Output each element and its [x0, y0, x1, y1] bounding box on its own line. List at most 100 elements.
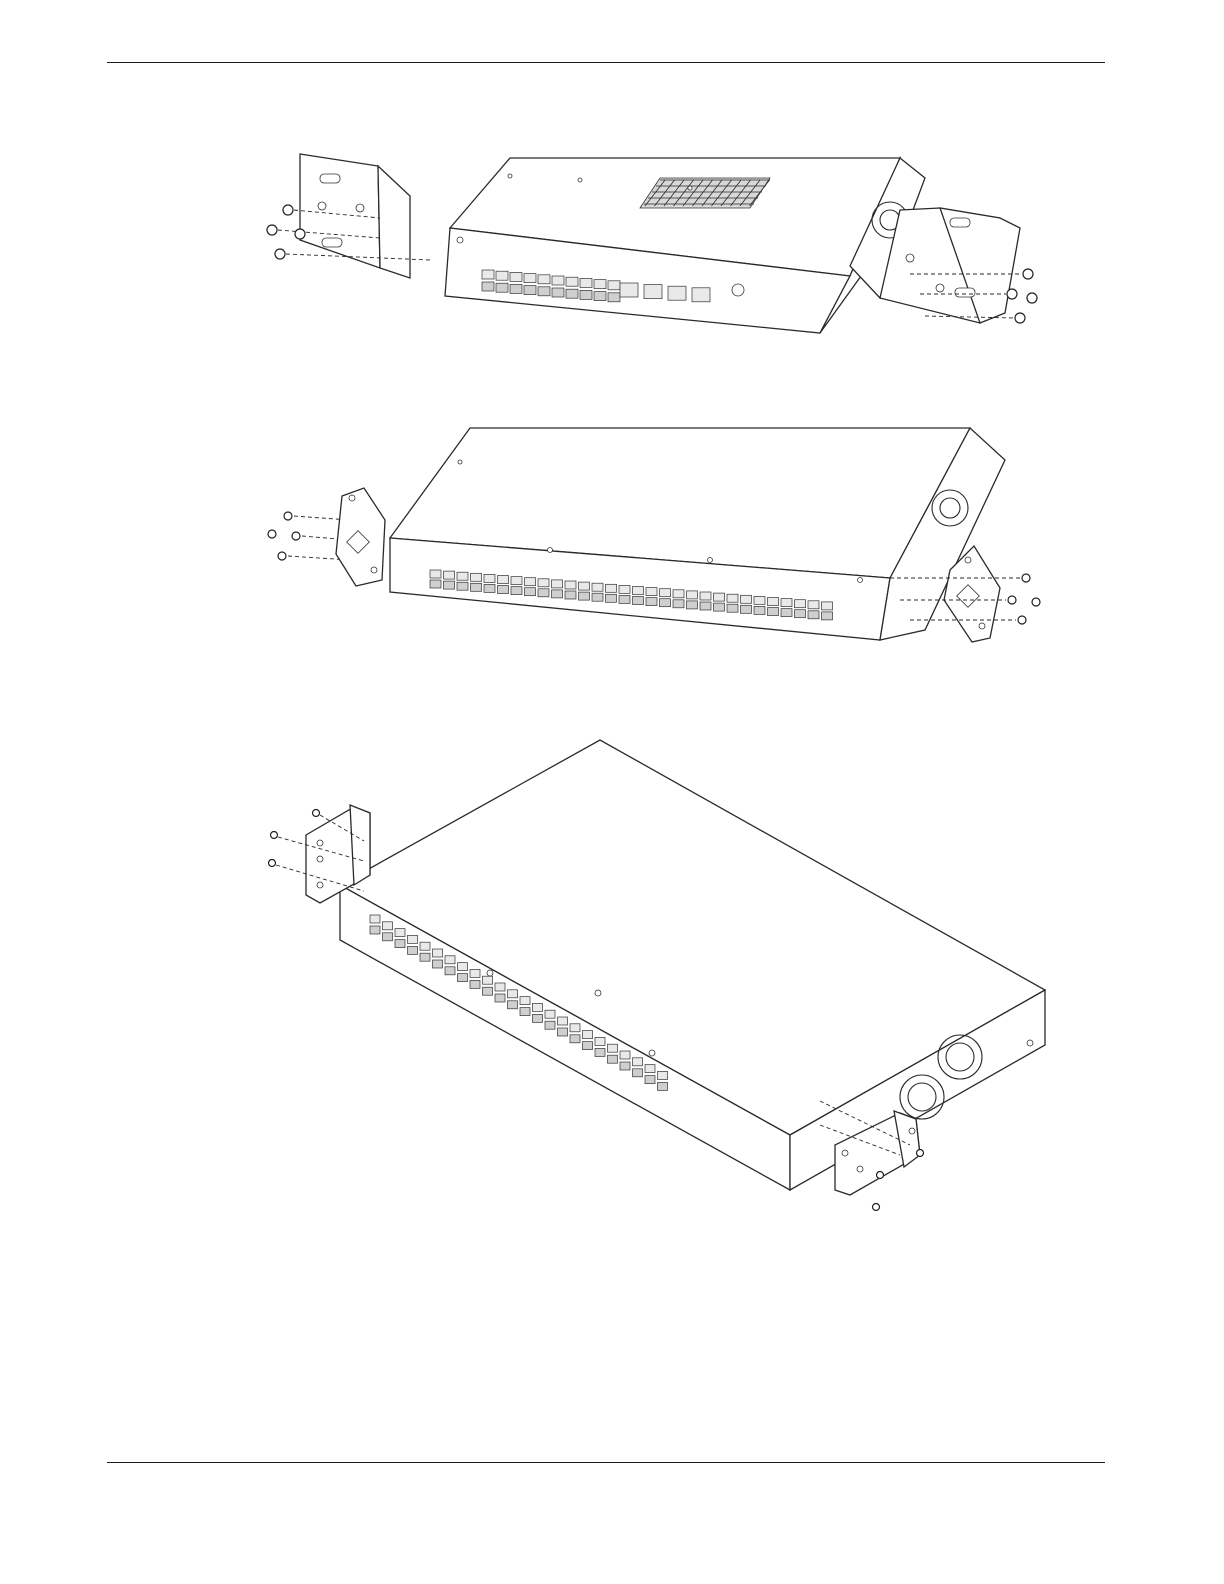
network-port [580, 278, 592, 287]
network-port [471, 583, 482, 591]
network-port [594, 292, 606, 301]
network-port [408, 935, 418, 943]
network-port [483, 987, 493, 995]
network-port [645, 1076, 655, 1084]
network-port [608, 1055, 618, 1063]
footer-rule [107, 1462, 1105, 1463]
network-port [781, 599, 792, 607]
network-port [524, 286, 536, 295]
network-port [646, 588, 657, 596]
network-port [525, 578, 536, 586]
header-rule [107, 62, 1105, 63]
network-port [498, 586, 509, 594]
network-port [433, 949, 443, 957]
network-port [606, 594, 617, 602]
network-port [520, 1008, 530, 1016]
network-port [714, 603, 725, 611]
network-port [538, 579, 549, 587]
network-port [620, 1062, 630, 1070]
network-port [457, 572, 468, 580]
network-port [496, 271, 508, 280]
network-port [533, 1014, 543, 1022]
network-port [660, 589, 671, 597]
network-port [524, 274, 536, 283]
network-port [781, 609, 792, 617]
network-port [822, 602, 833, 610]
network-port [370, 926, 380, 934]
network-port [538, 589, 549, 597]
top-vent-grille [640, 178, 770, 208]
network-port [660, 599, 671, 607]
network-port [620, 283, 638, 297]
network-port [538, 287, 550, 296]
network-port [395, 929, 405, 937]
network-port [727, 594, 738, 602]
network-port [525, 588, 536, 596]
network-port [566, 289, 578, 298]
network-port [620, 1051, 630, 1059]
network-port [420, 953, 430, 961]
network-port [482, 270, 494, 279]
network-port [565, 581, 576, 589]
network-port [583, 1031, 593, 1039]
network-port [445, 967, 455, 975]
network-port [552, 580, 563, 588]
network-port [408, 946, 418, 954]
switch-chassis-fig3 [340, 740, 1045, 1190]
left-bracket [300, 154, 410, 278]
figure-1-bracket-installation [260, 148, 1060, 348]
network-port [646, 598, 657, 606]
network-port [700, 602, 711, 610]
network-port [580, 290, 592, 299]
network-port [482, 282, 494, 291]
network-port [496, 283, 508, 292]
network-port [633, 597, 644, 605]
network-port [768, 608, 779, 616]
figure-1-drawing [260, 148, 1060, 348]
network-port [619, 585, 630, 593]
network-port [566, 277, 578, 286]
network-port [583, 1042, 593, 1050]
network-port [483, 976, 493, 984]
right-bracket [880, 208, 1020, 323]
network-port [795, 610, 806, 618]
switch-chassis-fig1 [445, 158, 910, 333]
network-port [570, 1035, 580, 1043]
network-port [508, 1001, 518, 1009]
network-port [433, 960, 443, 968]
network-port [457, 582, 468, 590]
network-port [687, 591, 698, 599]
network-port [595, 1048, 605, 1056]
network-port [495, 994, 505, 1002]
network-port [538, 275, 550, 284]
network-port [795, 600, 806, 608]
network-port [619, 595, 630, 603]
network-port [768, 598, 779, 606]
network-port [633, 587, 644, 595]
network-port [608, 1044, 618, 1052]
network-port [608, 293, 620, 302]
network-port [520, 997, 530, 1005]
network-port [673, 590, 684, 598]
network-port [754, 596, 765, 604]
network-port [510, 284, 522, 293]
network-port [645, 1065, 655, 1073]
left-bracket-fig2 [336, 488, 385, 586]
network-port [644, 285, 662, 299]
network-port [484, 584, 495, 592]
network-port [430, 570, 441, 578]
network-port [692, 288, 710, 302]
network-port [714, 593, 725, 601]
figure-3-bracket-installation [260, 735, 1060, 1225]
network-port [808, 611, 819, 619]
network-port [470, 969, 480, 977]
network-port [430, 580, 441, 588]
network-port [658, 1082, 668, 1090]
network-port [633, 1058, 643, 1066]
network-port [608, 281, 620, 290]
figure-3-drawing [260, 735, 1060, 1225]
network-port [592, 593, 603, 601]
network-port [687, 601, 698, 609]
network-port [511, 587, 522, 595]
network-port [545, 1021, 555, 1029]
